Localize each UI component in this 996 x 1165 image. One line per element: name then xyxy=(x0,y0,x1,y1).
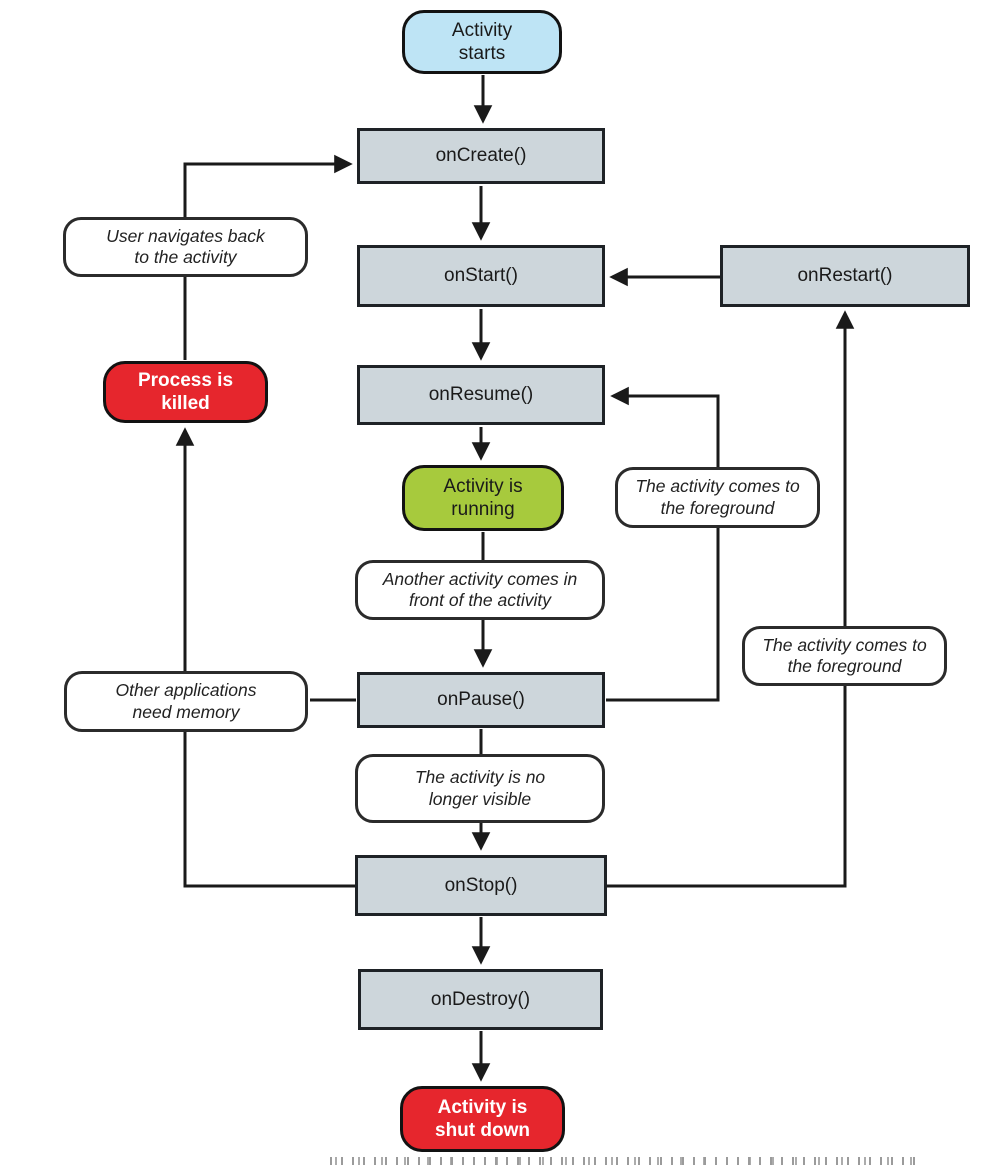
cutoff-caption-fragment xyxy=(330,1157,915,1165)
node-activity-running: Activity is running xyxy=(402,465,564,531)
node-onpause: onPause() xyxy=(357,672,605,728)
edge-onpause-to-onresume xyxy=(606,386,720,702)
annotation-another-activity-in-front: Another activity comes in front of the a… xyxy=(355,560,605,620)
annotation-comes-to-foreground-bottom-label: The activity comes to the foreground xyxy=(762,634,927,676)
annotation-no-longer-visible: The activity is no longer visible xyxy=(355,754,605,823)
node-activity-shut-down: Activity is shut down xyxy=(400,1086,565,1152)
annotation-comes-to-foreground-top-label: The activity comes to the foreground xyxy=(635,476,800,518)
edge-onstop-to-process-killed xyxy=(175,427,356,888)
node-onstop-label: onStop() xyxy=(444,874,518,896)
node-activity-running-label: Activity is running xyxy=(443,475,523,520)
node-process-killed: Process is killed xyxy=(103,361,268,423)
node-onrestart-label: onRestart() xyxy=(797,265,893,287)
node-onresume-label: onResume() xyxy=(428,384,534,406)
annotation-user-navigates-back-label: User navigates back to the activity xyxy=(106,225,265,267)
annotation-another-activity-in-front-label: Another activity comes in front of the a… xyxy=(382,568,578,610)
edge-onstop-to-onrestart xyxy=(606,310,855,888)
node-onstart-label: onStart() xyxy=(444,265,518,287)
node-activity-starts-label: Activity starts xyxy=(451,19,513,64)
annotation-other-applications-need-memory-label: Other applications need memory xyxy=(115,680,257,722)
node-oncreate: onCreate() xyxy=(357,128,605,184)
node-activity-starts: Activity starts xyxy=(402,10,562,74)
edge-process-killed-to-oncreate xyxy=(183,154,353,360)
node-ondestroy-label: onDestroy() xyxy=(430,988,531,1010)
node-ondestroy: onDestroy() xyxy=(358,969,603,1030)
node-process-killed-label: Process is killed xyxy=(137,369,234,414)
node-activity-shut-down-label: Activity is shut down xyxy=(435,1096,530,1141)
annotation-user-navigates-back: User navigates back to the activity xyxy=(63,217,308,277)
annotation-comes-to-foreground-top: The activity comes to the foreground xyxy=(615,467,820,528)
node-oncreate-label: onCreate() xyxy=(435,145,527,167)
node-onpause-label: onPause() xyxy=(437,689,525,711)
node-onstart: onStart() xyxy=(357,245,605,307)
annotation-comes-to-foreground-bottom: The activity comes to the foreground xyxy=(742,626,947,686)
node-onresume: onResume() xyxy=(357,365,605,425)
node-onrestart: onRestart() xyxy=(720,245,970,307)
annotation-no-longer-visible-label: The activity is no longer visible xyxy=(414,767,546,809)
node-onstop: onStop() xyxy=(355,855,607,916)
annotation-other-applications-need-memory: Other applications need memory xyxy=(64,671,308,732)
